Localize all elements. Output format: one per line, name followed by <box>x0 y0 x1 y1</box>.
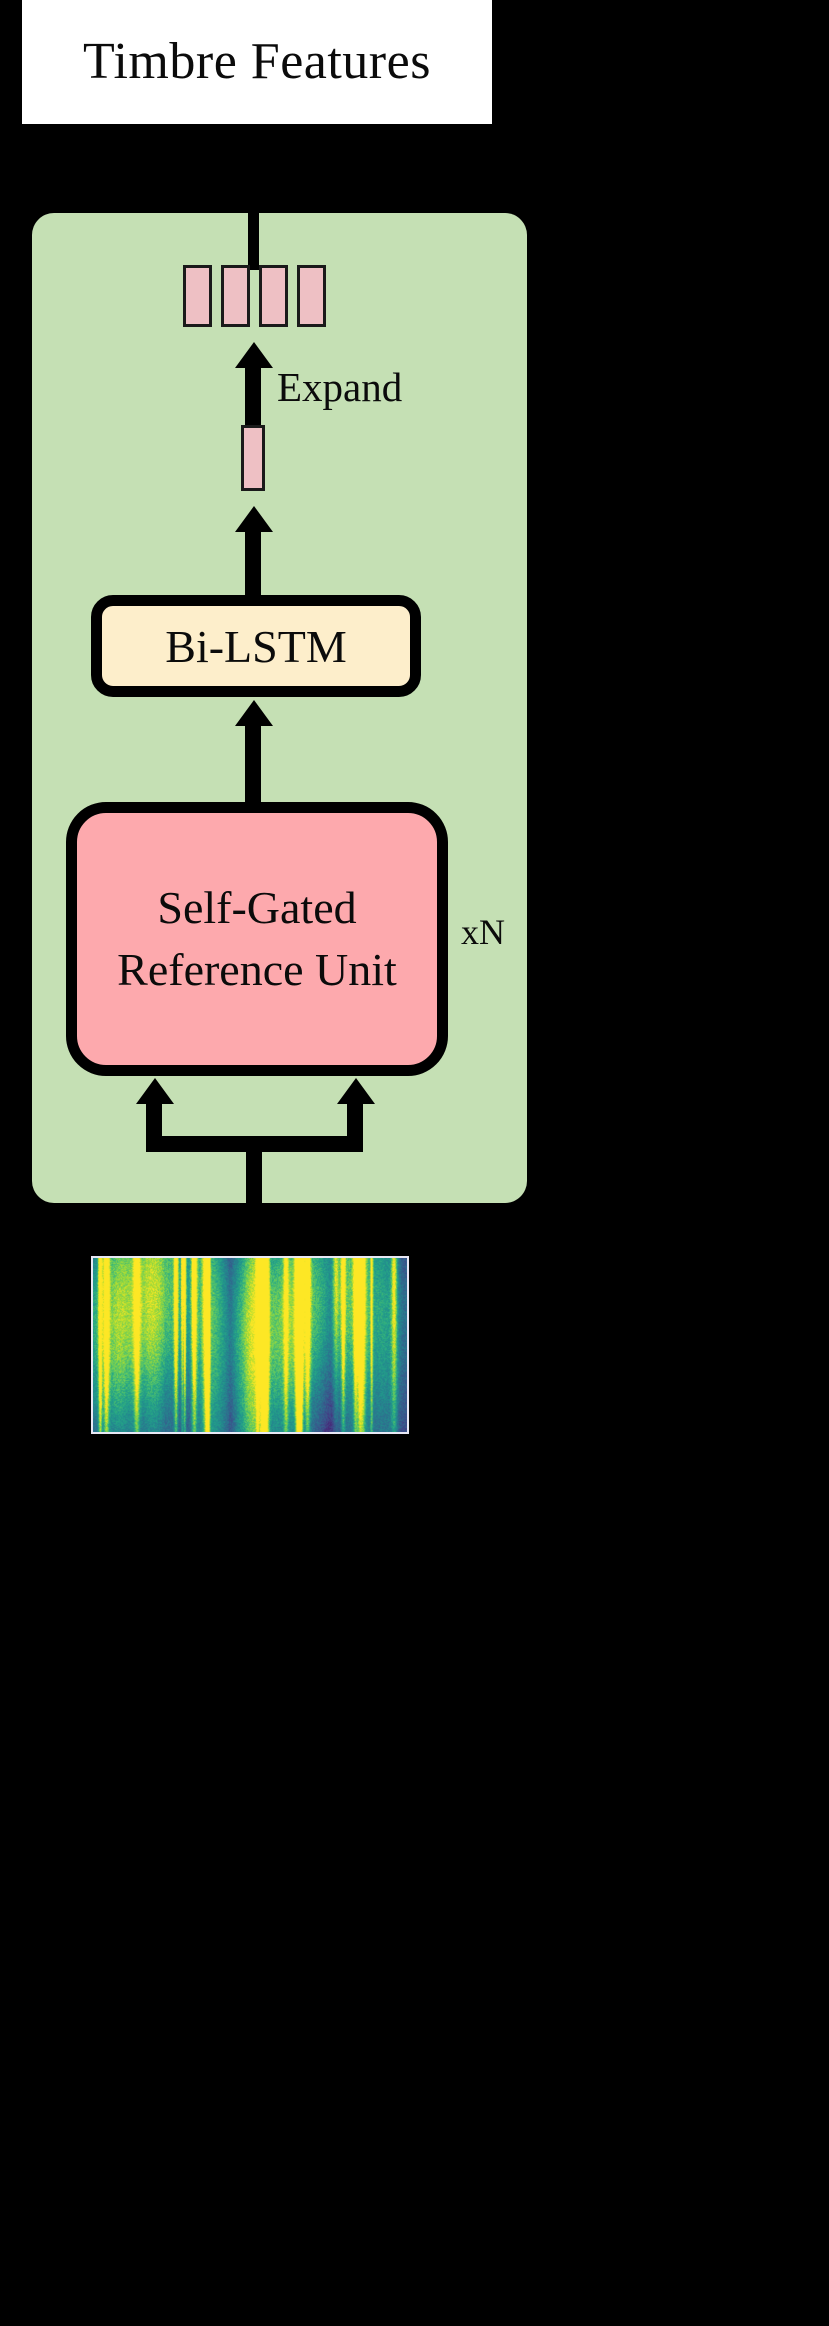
sgru-input-right-arrow-head-icon <box>337 1078 375 1104</box>
input-mel-spectrogram <box>91 1256 409 1434</box>
sgru-output-arrow-head-icon <box>235 700 273 726</box>
sgru-label-line-1: Self-Gated <box>157 881 357 933</box>
output-wire <box>248 130 259 270</box>
expanded-token-1 <box>183 265 212 327</box>
bi-lstm-label: Bi-LSTM <box>165 620 347 672</box>
expanded-token-4 <box>297 265 326 327</box>
expand-edge-label: Expand <box>277 364 403 410</box>
expand-arrow-shaft <box>245 365 261 425</box>
expand-arrow-head-icon <box>235 342 273 368</box>
sgru-label-line-2: Reference Unit <box>117 944 397 995</box>
spectrogram-canvas <box>93 1258 407 1432</box>
sgru-input-stem <box>246 1136 262 1262</box>
expanded-token-2 <box>221 265 250 327</box>
title-banner: Timbre Features <box>22 0 492 124</box>
expanded-token-3 <box>259 265 288 327</box>
self-gated-reference-unit-block: Self-Gated Reference Unit <box>66 802 448 1076</box>
repeat-count-label: xN <box>461 912 505 952</box>
page-title: Timbre Features <box>83 33 431 90</box>
pooled-token <box>241 425 265 491</box>
sgru-output-arrow-shaft <box>245 722 261 806</box>
bilstm-output-arrow-shaft <box>245 528 261 598</box>
sgru-input-left-arrow-head-icon <box>136 1078 174 1104</box>
bi-lstm-block: Bi-LSTM <box>91 595 421 697</box>
bilstm-output-arrow-head-icon <box>235 506 273 532</box>
